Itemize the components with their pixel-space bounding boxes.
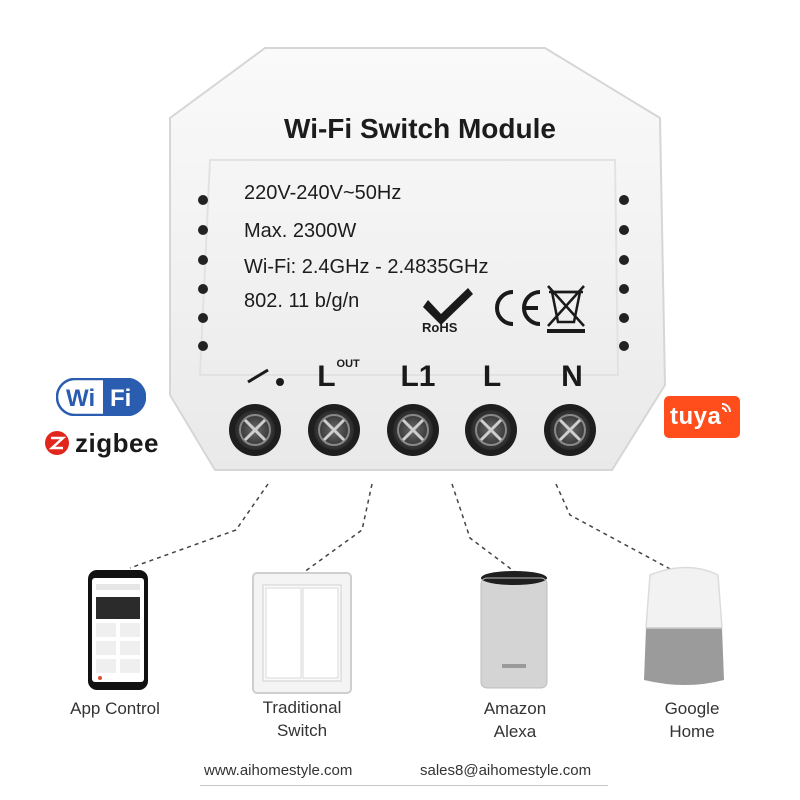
footer-email: sales8@aihomestyle.com — [420, 762, 592, 779]
spec-max-power: Max. 2300W — [244, 220, 357, 242]
terminal-label-n: N — [561, 360, 583, 393]
device-label-app-control: App Control — [70, 699, 160, 718]
device-label-line: Google — [664, 699, 720, 718]
terminal-screw — [387, 404, 439, 456]
weee-bin-icon — [547, 285, 585, 333]
vent-holes-left — [198, 195, 208, 351]
wall-switch-icon — [252, 572, 352, 694]
tuya-logo — [664, 396, 740, 438]
module-title: Wi-Fi Switch Module — [284, 113, 556, 144]
google-home-icon — [644, 566, 724, 685]
amazon-echo-icon — [480, 571, 548, 689]
terminal-screw — [229, 404, 281, 456]
terminal-screw — [465, 404, 517, 456]
terminal-screw — [544, 404, 596, 456]
footer-divider — [200, 785, 608, 786]
device-label-line: Amazon — [483, 699, 547, 718]
device-label-traditional-switch: Traditional Switch — [242, 696, 362, 742]
device-label-amazon-alexa: Amazon Alexa — [455, 697, 575, 743]
spec-wifi-frequency: Wi-Fi: 2.4GHz - 2.4835GHz — [244, 256, 489, 278]
device-label-line: Alexa — [493, 722, 537, 741]
rohs-label: RoHS — [422, 320, 458, 335]
device-label-google-home: Google Home — [632, 697, 752, 743]
device-label-line: Traditional — [262, 698, 342, 717]
terminal-label-l1: L1 — [400, 360, 436, 393]
switch-symbol-icon — [247, 368, 284, 386]
device-label-line: Switch — [276, 721, 328, 740]
spec-wifi-standard: 802. 11 b/g/n — [244, 290, 360, 312]
terminal-screws — [229, 404, 596, 456]
zigbee-mark-icon — [45, 431, 69, 455]
svg-text:Wi: Wi — [66, 385, 95, 412]
footer-website: www.aihomestyle.com — [204, 762, 353, 779]
spec-voltage: 220V-240V~50Hz — [244, 182, 402, 204]
terminal-label-l: L — [482, 360, 502, 393]
terminal-screw — [308, 404, 360, 456]
connector-lines — [129, 483, 673, 576]
device-label-line: Home — [669, 722, 715, 741]
svg-text:Fi: Fi — [110, 385, 131, 412]
ce-mark-icon — [495, 290, 541, 326]
terminal-label-lout: LOUT — [308, 358, 368, 394]
wifi-logo: Wi Fi — [56, 378, 146, 416]
vent-holes-right — [619, 195, 629, 351]
zigbee-logo-text: zigbee — [75, 428, 159, 458]
terminal-label-lout-sup: OUT — [336, 358, 360, 370]
rohs-check-icon — [423, 288, 473, 325]
smartphone-icon — [88, 570, 148, 690]
tuya-logo-text: tuya — [670, 403, 722, 430]
terminal-label-lout-main: L — [317, 360, 336, 393]
